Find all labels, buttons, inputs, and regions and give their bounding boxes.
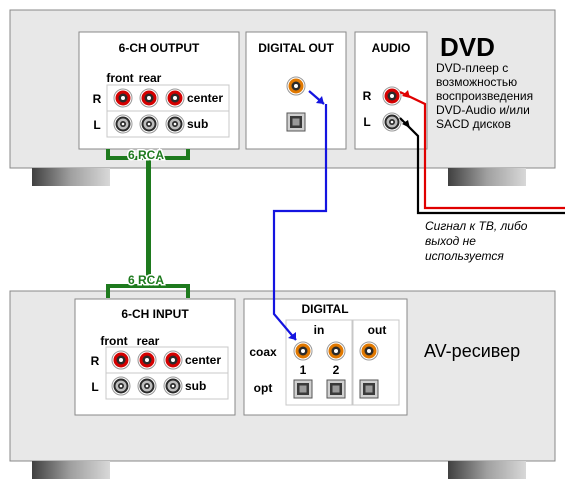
- center-label: center: [187, 91, 223, 105]
- coax-cable: [272, 90, 328, 341]
- cable-trunk: [146, 158, 151, 286]
- input-center-jack[interactable]: [163, 350, 183, 370]
- dvd-foot-left: [32, 168, 110, 186]
- audio-panel: AUDIO R L: [354, 31, 428, 150]
- digital-out-label: out: [368, 323, 387, 337]
- dvd-coax-out-jack[interactable]: [286, 76, 306, 96]
- receiver-opt-in1-port[interactable]: [293, 379, 313, 399]
- dvd-player: 6-CH OUTPUT front rear R L center sub DI…: [9, 9, 556, 186]
- input-rear-l-jack[interactable]: [137, 376, 157, 396]
- audio-l-jack[interactable]: [382, 112, 402, 132]
- receiver-coax-in2-jack[interactable]: [326, 341, 346, 361]
- input-r-label: R: [91, 354, 100, 368]
- tv-note-line: используется: [425, 249, 504, 263]
- six-rca-cable: 6 RCA 6 RCA: [106, 147, 190, 298]
- six-ch-output-panel: 6-CH OUTPUT front rear R L center sub: [78, 31, 240, 150]
- black-arrow: [402, 120, 410, 128]
- l-label: L: [93, 118, 100, 132]
- input-sub-label: sub: [185, 379, 206, 393]
- tv-note-line: Сигнал к ТВ, либо: [425, 219, 528, 233]
- coax-arrow-top: [316, 96, 324, 104]
- red-cable-line: [399, 91, 565, 210]
- receiver-opt-out-port[interactable]: [359, 379, 379, 399]
- coax-cable-line: [272, 104, 328, 341]
- front-l-jack[interactable]: [113, 114, 133, 134]
- input-front-l-jack[interactable]: [111, 376, 131, 396]
- digital-input-panel: DIGITAL in out coax opt 1 2: [243, 298, 408, 416]
- audio-r-jack[interactable]: [382, 86, 402, 106]
- tv-signal-note: Сигнал к ТВ, либо выход не используется: [425, 219, 528, 263]
- receiver-title: AV-ресивер: [424, 341, 520, 361]
- in1-label: 1: [300, 363, 307, 377]
- in2-label: 2: [333, 363, 340, 377]
- input-rear-label: rear: [137, 334, 160, 348]
- dvd-desc-line: DVD-Audio и/или: [436, 103, 530, 117]
- rear-l-jack[interactable]: [139, 114, 159, 134]
- input-front-label: front: [100, 334, 127, 348]
- sub-label: sub: [187, 117, 208, 131]
- opt-label: opt: [254, 381, 273, 395]
- receiver-foot-left: [32, 461, 110, 479]
- digital-out-panel: DIGITAL OUT: [245, 31, 347, 150]
- cable-bottom-label: 6 RCA: [128, 273, 164, 287]
- input-sub-jack[interactable]: [163, 376, 183, 396]
- coax-label: coax: [249, 345, 277, 359]
- front-r-jack[interactable]: [113, 88, 133, 108]
- dvd-optical-out-port[interactable]: [286, 112, 306, 132]
- audio-title: AUDIO: [372, 41, 411, 55]
- six-ch-input-title: 6-CH INPUT: [121, 307, 189, 321]
- av-receiver: 6-CH INPUT front rear R L center sub DIG…: [9, 290, 556, 479]
- input-l-label: L: [91, 380, 98, 394]
- digital-in-label: in: [314, 323, 325, 337]
- rear-r-jack[interactable]: [139, 88, 159, 108]
- r-label: R: [93, 92, 102, 106]
- cable-bottom-bracket: [106, 284, 190, 298]
- digital-title: DIGITAL: [301, 302, 348, 316]
- input-rear-r-jack[interactable]: [137, 350, 157, 370]
- dvd-foot-right: [448, 168, 526, 186]
- receiver-opt-in2-port[interactable]: [326, 379, 346, 399]
- input-center-label: center: [185, 353, 221, 367]
- dvd-description: DVD-плеер с возможностью воспроизведения…: [436, 61, 533, 131]
- digital-out-title: DIGITAL OUT: [258, 41, 334, 55]
- six-ch-input-panel: 6-CH INPUT front rear R L center sub: [74, 298, 236, 416]
- dvd-desc-line: DVD-плеер с: [436, 61, 508, 75]
- red-arrow: [402, 90, 410, 98]
- center-jack[interactable]: [165, 88, 185, 108]
- receiver-coax-in1-jack[interactable]: [293, 341, 313, 361]
- dvd-desc-line: возможностью: [436, 75, 517, 89]
- tv-audio-cable: [399, 90, 565, 215]
- dvd-desc-line: SACD дисков: [436, 117, 511, 131]
- receiver-coax-out-jack[interactable]: [359, 341, 379, 361]
- tv-note-line: выход не: [425, 234, 476, 248]
- six-ch-output-title: 6-CH OUTPUT: [119, 41, 200, 55]
- audio-l-label: L: [363, 115, 370, 129]
- cable-top-label: 6 RCA: [128, 148, 164, 162]
- front-label: front: [106, 71, 133, 85]
- rear-label: rear: [139, 71, 162, 85]
- input-front-r-jack[interactable]: [111, 350, 131, 370]
- sub-jack[interactable]: [165, 114, 185, 134]
- audio-r-label: R: [363, 89, 372, 103]
- dvd-title: DVD: [440, 32, 495, 62]
- dvd-desc-line: воспроизведения: [436, 89, 533, 103]
- coax-arrow-bottom: [288, 332, 296, 340]
- receiver-foot-right: [448, 461, 526, 479]
